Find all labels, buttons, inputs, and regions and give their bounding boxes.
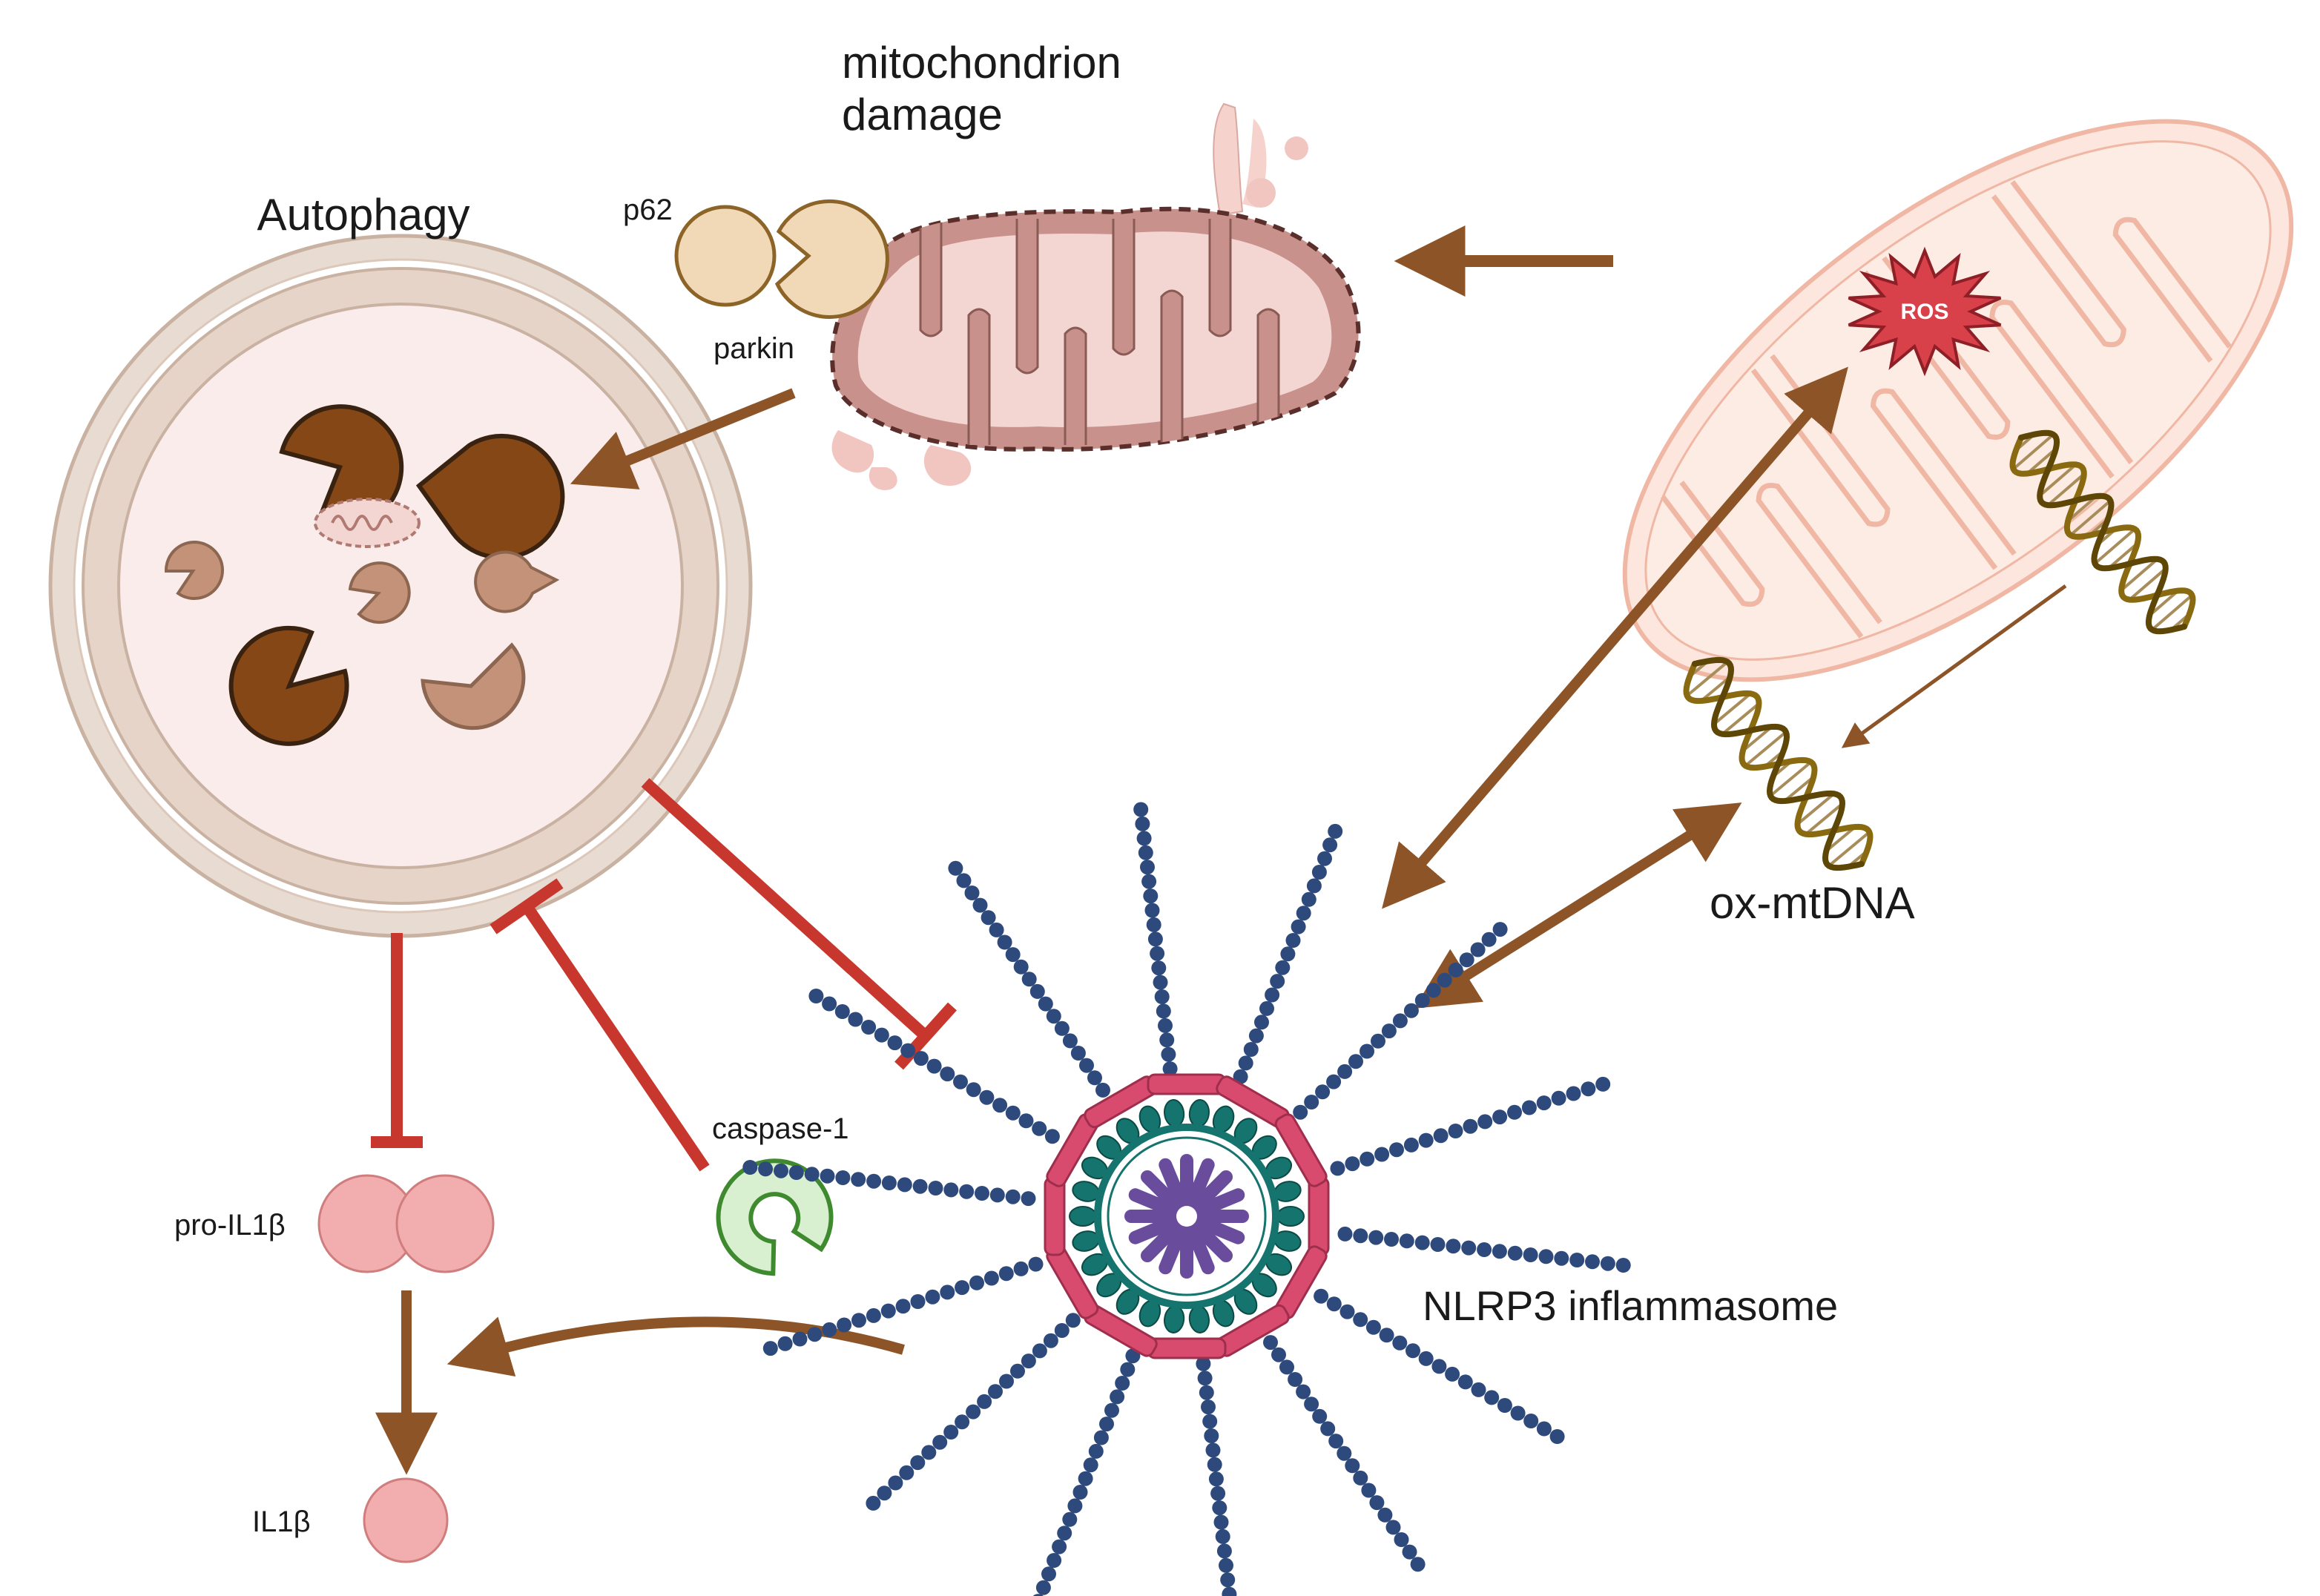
pacman-light-icon (348, 561, 411, 624)
arrow-inflammasome-to-il1b (446, 1316, 905, 1377)
activation-arrows (375, 225, 2067, 1475)
caspase-1-label: caspase-1 (712, 1112, 849, 1145)
pro-il1b-label: pro-IL1β (174, 1209, 286, 1241)
p62-icon (674, 205, 777, 307)
p62-parkin-complex (674, 200, 889, 319)
caspase-1-icon (716, 1158, 834, 1276)
inhibition-arrows (371, 778, 957, 1172)
parkin-icon (774, 200, 889, 319)
arrow-oxmtdna-inflammasome (1414, 802, 1742, 1009)
il1b (363, 1477, 449, 1563)
ox-mtdna-label: ox-mtDNA (1710, 878, 1915, 928)
arrow-mtdna-release (1841, 584, 2067, 748)
ros-burst: ROS (1848, 246, 2002, 377)
pacman-dark-icon (415, 433, 565, 560)
mitochondrion (1622, 119, 2294, 682)
arrow-damage-to-autophagy (570, 388, 796, 489)
pacman-light-icon (421, 642, 526, 731)
inhibit-autophagy-to-inflammasome (641, 778, 957, 1070)
pro-il1b (317, 1174, 495, 1273)
mitochondrion-damage-label-line2: damage (842, 90, 1003, 139)
engulfed-mitochondrion-icon (314, 498, 421, 548)
ox-mtdna-helix-icon (1683, 656, 1874, 871)
p62-label: p62 (623, 194, 673, 226)
pacman-dark-icon (228, 625, 349, 746)
pacman-light-icon (474, 550, 560, 613)
parkin-label: parkin (714, 332, 794, 365)
mitochondrion-damage-label-line1: mitochondrion (842, 38, 1121, 88)
nlrp3-inflammasome (742, 802, 1631, 1596)
pacman-light-icon (164, 541, 224, 600)
il1b-label: IL1β (252, 1506, 311, 1538)
ros-label: ROS (1900, 300, 1948, 324)
lysosomal-enzymes (164, 404, 565, 746)
damaged-mitochondrion (830, 102, 1361, 490)
mtdna-helix-icon (2009, 429, 2196, 635)
nlrp3-label: NLRP3 inflammasome (1423, 1282, 1838, 1329)
inhibit-caspase-to-autophagy (490, 878, 710, 1172)
inhibit-autophagy-to-pro-il1b (371, 933, 423, 1148)
autophagy-label: Autophagy (257, 190, 470, 240)
